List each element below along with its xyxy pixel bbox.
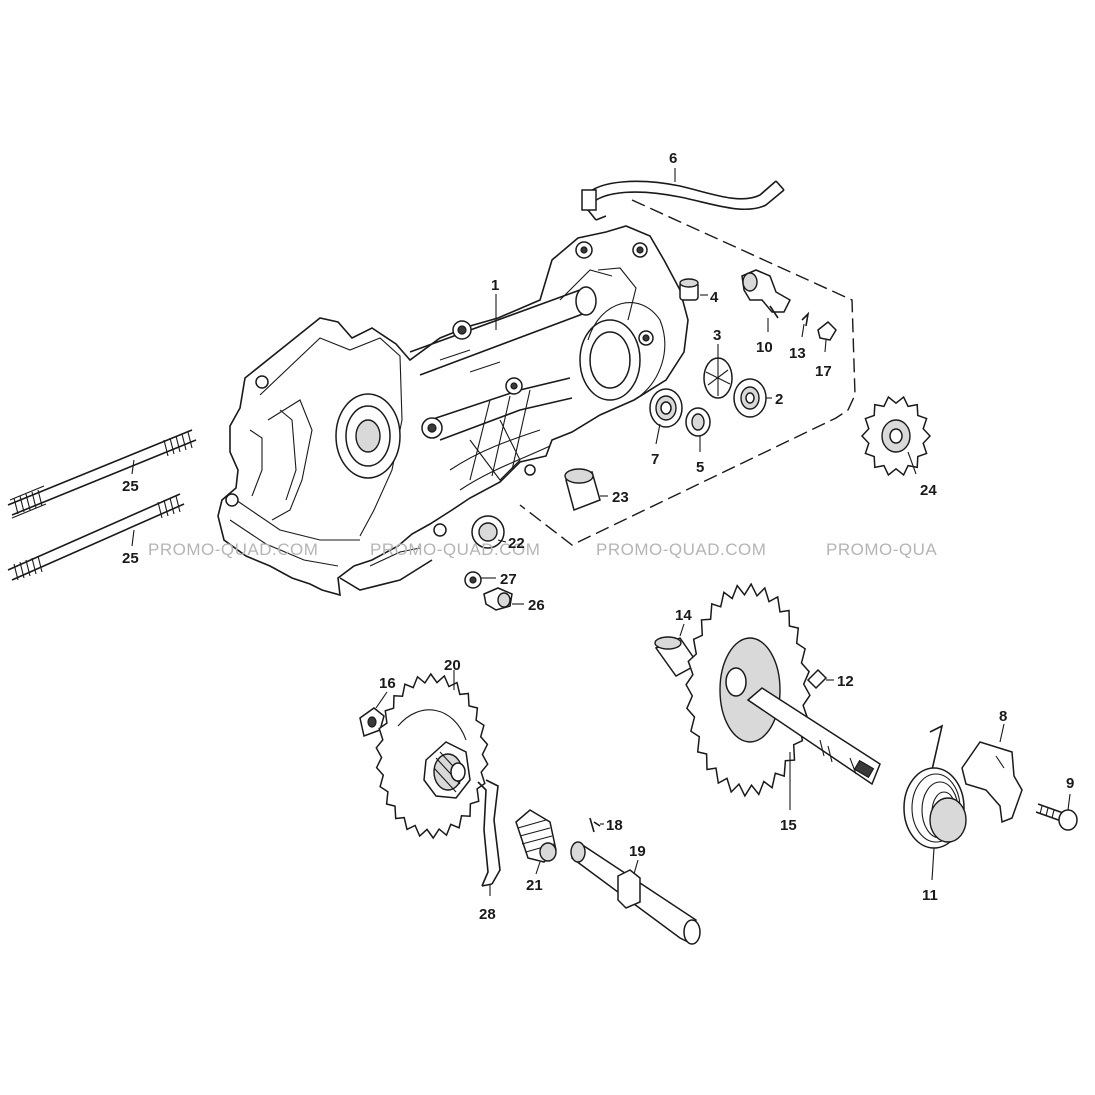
label-part-2: 2 [775, 391, 783, 408]
label-part-22: 22 [508, 535, 525, 552]
label-part-10: 10 [756, 339, 773, 356]
part-25-stud-lower[interactable] [7, 493, 185, 581]
part-labels: 6 1 4 10 13 17 3 2 7 5 24 23 22 27 26 25… [122, 150, 1074, 923]
label-part-11: 11 [922, 887, 938, 904]
part-18-pin[interactable] [589, 817, 601, 833]
part-3-bearing[interactable] [703, 357, 733, 399]
part-20-kick-gear[interactable] [375, 672, 489, 840]
label-part-16: 16 [379, 675, 396, 692]
part-13-pin[interactable] [801, 311, 810, 327]
part-1-crankcase[interactable] [217, 225, 689, 597]
leader-lines [131, 168, 1071, 896]
label-part-14: 14 [675, 607, 692, 624]
part-10-oil-pump[interactable] [741, 269, 791, 319]
part-16-washer[interactable] [359, 707, 385, 738]
label-part-5: 5 [696, 459, 704, 476]
label-part-25: 25 [122, 478, 139, 495]
label-part-12: 12 [837, 673, 854, 690]
label-part-24: 24 [920, 482, 937, 499]
part-28-guide-spring[interactable] [477, 779, 501, 887]
part-21-pinion[interactable] [515, 809, 557, 863]
group-outline [519, 199, 856, 546]
label-part-1: 1 [491, 277, 499, 294]
label-part-13: 13 [789, 345, 806, 362]
label-part-17: 17 [815, 363, 832, 380]
watermark-text: PROMO-QUAD.COM [596, 540, 766, 559]
part-27-washer[interactable] [464, 571, 482, 589]
part-5-oil-seal[interactable] [685, 407, 711, 437]
label-part-19: 19 [629, 843, 646, 860]
part-11-return-spring[interactable] [903, 724, 967, 849]
part-14-bushing[interactable] [654, 636, 700, 677]
label-part-6: 6 [669, 150, 677, 167]
label-part-4: 4 [710, 289, 719, 306]
watermark-text: PROMO-QUAD.COM [148, 540, 318, 559]
label-part-18: 18 [606, 817, 623, 834]
label-part-15: 15 [780, 817, 797, 834]
label-part-3: 3 [713, 327, 721, 344]
label-part-23: 23 [612, 489, 629, 506]
label-part-20: 20 [444, 657, 461, 674]
part-19-kick-shaft[interactable] [570, 841, 701, 945]
label-part-28: 28 [479, 906, 496, 923]
part-25-stud-upper[interactable] [7, 429, 197, 519]
watermark: PROMO-QUAD.COM PROMO-QUAD.COM PROMO-QUAD… [148, 540, 937, 559]
watermark-text: PROMO-QUA [826, 540, 937, 559]
part-24-sprocket[interactable] [860, 395, 932, 477]
part-6-breather-hose[interactable] [581, 180, 785, 221]
label-part-8: 8 [999, 708, 1007, 725]
label-part-27: 27 [500, 571, 517, 588]
part-2-bearing[interactable] [733, 378, 767, 418]
part-17-clip[interactable] [817, 320, 837, 341]
part-23-bushing[interactable] [564, 468, 601, 511]
part-9-bolt[interactable] [1035, 803, 1078, 831]
part-8-spring-plate[interactable] [961, 741, 1023, 824]
part-12-clip[interactable] [806, 668, 828, 690]
label-part-7: 7 [651, 451, 659, 468]
part-15-kick-spindle[interactable] [685, 582, 881, 798]
label-part-9: 9 [1066, 775, 1074, 792]
label-part-26: 26 [528, 597, 545, 614]
part-7-bearing[interactable] [649, 388, 683, 428]
part-4-dowel-bushing[interactable] [679, 278, 699, 301]
part-22-oil-seal[interactable] [471, 515, 505, 549]
watermark-text: PROMO-QUAD.COM [370, 540, 540, 559]
part-26-drain-plug[interactable] [483, 587, 513, 611]
label-part-25: 25 [122, 550, 139, 567]
label-part-21: 21 [526, 877, 543, 894]
